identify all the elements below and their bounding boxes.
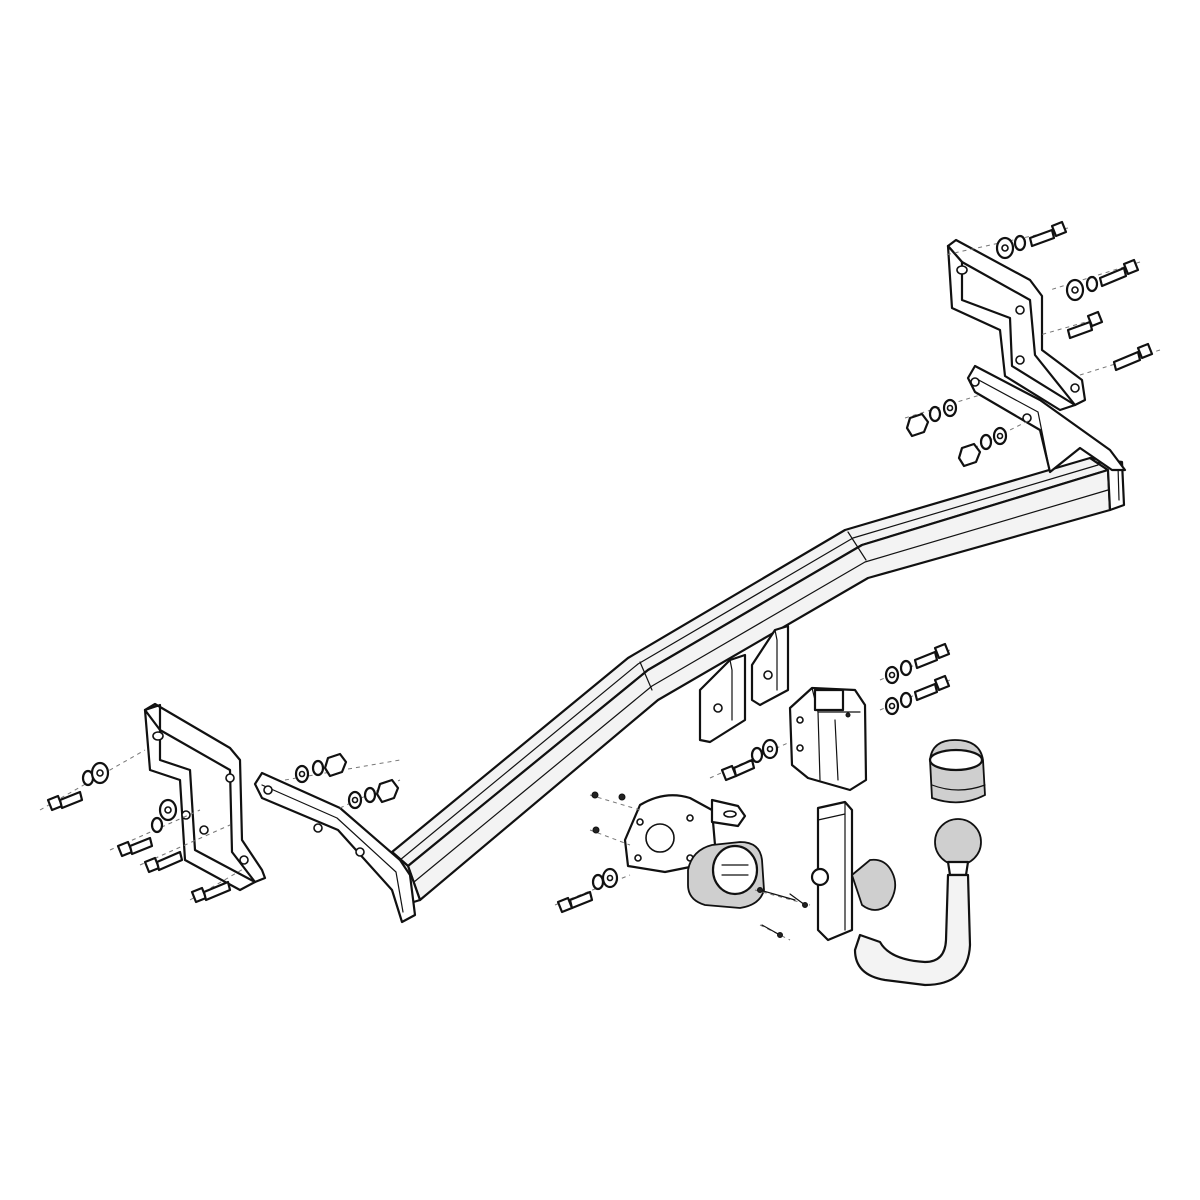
left-outer-plate xyxy=(253,771,417,924)
right-side-bracket xyxy=(946,238,1087,412)
socket-holder-plate xyxy=(623,794,747,874)
hitch-bolt-set xyxy=(720,642,951,782)
assembly-guide-lines xyxy=(39,227,1161,941)
tow-ball-arm xyxy=(810,800,982,987)
right-plate-nut-set xyxy=(905,398,1008,468)
ball-cover-cap xyxy=(928,739,986,804)
left-fastener-set xyxy=(46,761,232,904)
hitch-receiver-bracket xyxy=(788,686,868,792)
right-outer-plate xyxy=(966,364,1127,474)
left-plate-nut-set xyxy=(294,752,400,810)
left-side-bracket xyxy=(143,702,267,892)
socket-screw-set xyxy=(556,791,808,938)
electrical-socket xyxy=(687,841,765,909)
right-fastener-set xyxy=(995,220,1154,372)
hitch-mounting-tabs xyxy=(698,624,790,744)
